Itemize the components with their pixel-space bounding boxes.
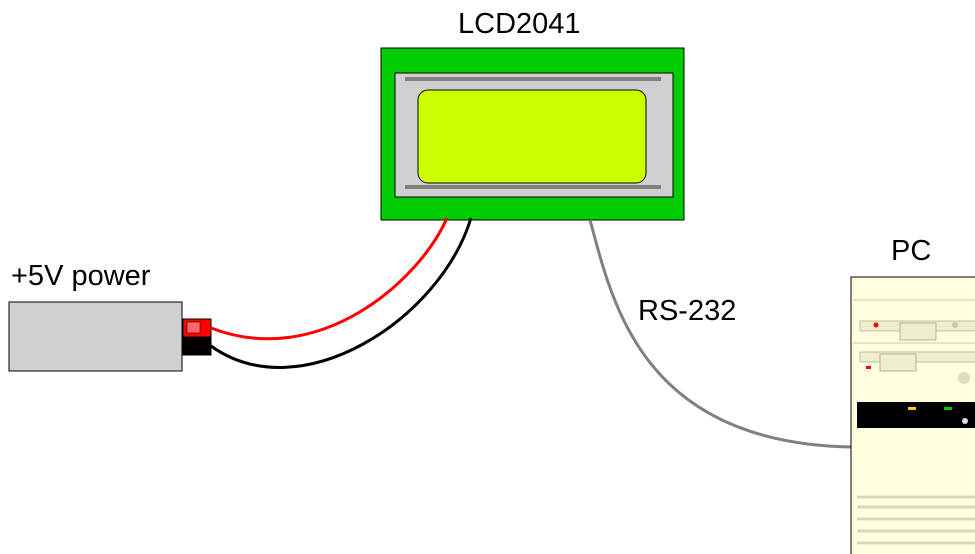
pc-front-panel <box>857 402 975 428</box>
lcd-bezel-bottom-strip <box>405 185 661 189</box>
pc-led-red-2 <box>866 366 871 369</box>
rs232-label: RS-232 <box>638 295 737 327</box>
rs232-cable <box>588 219 856 449</box>
pc-led-red-1 <box>873 322 879 328</box>
lcd-module-icon <box>380 47 685 221</box>
power-label: +5V power <box>11 260 151 292</box>
red-terminal-inner <box>186 321 201 334</box>
pc-drive-bay-2 <box>859 351 975 363</box>
pc-label: PC <box>891 235 932 267</box>
pc-power-button <box>962 418 968 424</box>
lcd-bezel-top-strip <box>405 77 661 81</box>
power-supply-icon <box>8 301 212 372</box>
black-wire <box>210 217 473 369</box>
pc-drive-slot-2 <box>879 353 917 372</box>
power-box <box>8 301 183 372</box>
red-wire <box>210 217 449 341</box>
pc-drive-slot-1 <box>899 322 937 341</box>
lcd-screen <box>417 89 647 184</box>
pc-led-green <box>944 407 952 410</box>
lcd-label: LCD2041 <box>458 8 581 40</box>
pc-button-2 <box>958 372 970 384</box>
pc-button-1 <box>952 322 958 328</box>
pc-led-yellow <box>908 407 916 410</box>
black-terminal <box>182 336 212 356</box>
pc-tower-icon <box>850 276 975 554</box>
